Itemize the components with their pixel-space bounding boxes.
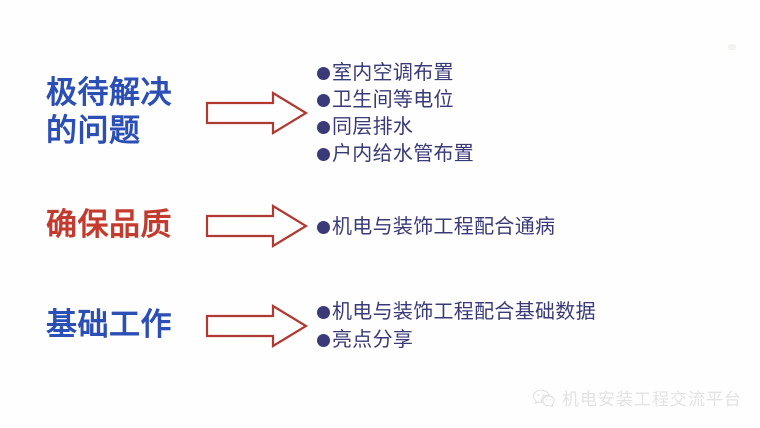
list-item-label: 卫生间等电位: [332, 86, 454, 111]
list-item-label: 机电与装饰工程配合基础数据: [332, 299, 596, 324]
right-arrow-outline-icon: [205, 204, 309, 248]
bullet-dot-icon: [317, 220, 330, 234]
list-item: 机电与装饰工程配合基础数据: [317, 298, 760, 326]
row-label-line: 的问题: [46, 112, 141, 149]
right-arrow-outline-icon: [205, 90, 309, 135]
row-label-line: 确保品质: [46, 207, 172, 244]
bullet-dot-icon: [317, 93, 330, 107]
bullet-list: 机电与装饰工程配合通病: [317, 213, 760, 240]
content-row: 极待解决 的问题 室内空调布置 卫生间等电位 同层排水 户内给水: [0, 55, 760, 170]
arrow-container: [203, 304, 311, 348]
list-item: 卫生间等电位: [317, 86, 760, 113]
list-item-label: 室内空调布置: [332, 59, 454, 84]
list-item: 机电与装饰工程配合通病: [317, 213, 760, 240]
list-item: 户内给水管布置: [317, 140, 760, 167]
list-item: 同层排水: [317, 113, 760, 140]
content-row: 基础工作 机电与装饰工程配合基础数据 亮点分享: [0, 296, 760, 356]
row-label-line: 基础工作: [46, 307, 172, 344]
row-label: 基础工作: [46, 307, 201, 345]
watermark-label: 机电安装工程交流平台: [562, 390, 742, 410]
background-artifact: [728, 44, 736, 50]
arrow-container: [203, 90, 311, 135]
content-row: 确保品质 机电与装饰工程配合通病: [0, 198, 760, 254]
list-item: 室内空调布置: [317, 59, 760, 86]
bullet-dot-icon: [317, 66, 330, 80]
row-label: 极待解决 的问题: [46, 75, 201, 151]
bullet-dot-icon: [317, 147, 330, 161]
right-arrow-outline-icon: [205, 304, 309, 348]
row-label: 确保品质: [46, 207, 201, 245]
wechat-icon: [532, 389, 555, 408]
bullet-dot-icon: [317, 334, 330, 347]
list-item-label: 户内给水管布置: [332, 140, 475, 165]
bullet-list: 室内空调布置 卫生间等电位 同层排水 户内给水管布置: [317, 59, 760, 167]
row-label-line: 极待解决: [46, 74, 172, 111]
arrow-container: [203, 204, 311, 248]
bullet-list: 机电与装饰工程配合基础数据 亮点分享: [317, 298, 760, 353]
watermark: 机电安装工程交流平台: [532, 385, 742, 410]
bullet-dot-icon: [317, 120, 330, 134]
list-item-label: 亮点分享: [332, 327, 414, 351]
list-item-label: 同层排水: [332, 113, 414, 138]
list-item-label: 机电与装饰工程配合通病: [332, 213, 556, 238]
list-item: 亮点分享: [317, 326, 760, 354]
bullet-dot-icon: [317, 306, 330, 320]
